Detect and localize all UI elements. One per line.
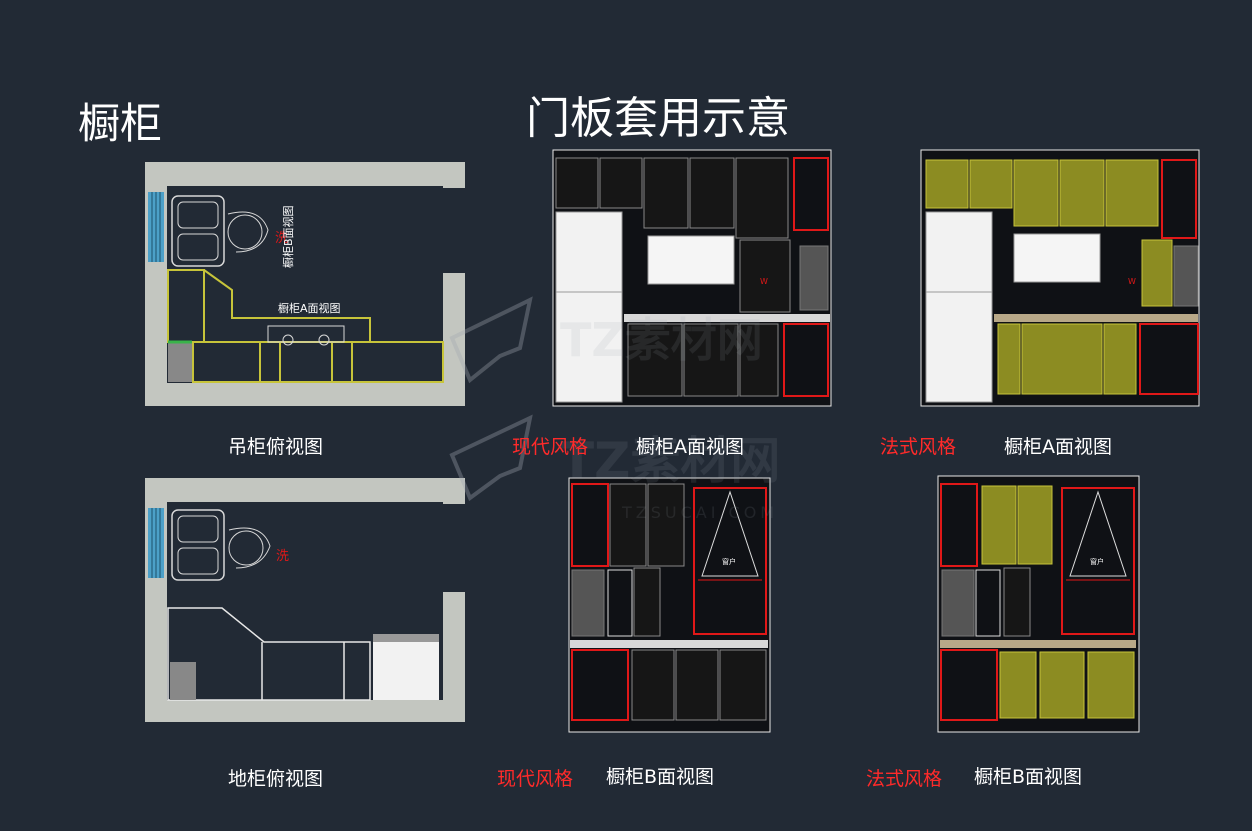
french-b-style: 法式风格 — [866, 768, 943, 790]
french-a-style: 法式风格 — [880, 436, 957, 458]
watermark-brand-top: TZ素材网 — [560, 313, 763, 367]
french-b-caption: 橱柜B面视图 — [974, 766, 1083, 788]
window-label-french: 窗户 — [1090, 557, 1104, 566]
base-cabinet-plan: 洗 — [145, 478, 465, 722]
section-title: 门板套用示意 — [526, 93, 790, 144]
wash-mark: 洗 — [275, 231, 288, 246]
french-a-caption: 橱柜A面视图 — [1004, 436, 1112, 458]
french-elevation-a: W — [920, 149, 1200, 407]
cabinet-a-label: 橱柜A面视图 — [278, 301, 341, 315]
wall-cabinet-plan: 洗 橱柜A面视图 橱柜B面视图 — [145, 162, 465, 406]
watermark-brand: TZ素材网 — [560, 432, 780, 490]
base-plan-caption: 地柜俯视图 — [228, 768, 324, 790]
watermark-domain: TZSUCAI.COM — [621, 503, 778, 522]
modern-elevation-a: W — [552, 149, 832, 407]
page-title: 橱柜 — [78, 99, 163, 148]
window-label: 窗户 — [722, 557, 736, 566]
w-tag: W — [760, 277, 768, 286]
w-tag-french: W — [1128, 277, 1136, 286]
modern-b-style: 现代风格 — [497, 768, 574, 790]
modern-elevation-b: 窗户 — [568, 477, 771, 733]
cabinet-b-label: 橱柜B面视图 — [281, 205, 295, 268]
modern-b-caption: 橱柜B面视图 — [606, 766, 715, 788]
modern-a-style: 现代风格 — [512, 436, 589, 458]
wall-plan-caption: 吊柜俯视图 — [228, 436, 324, 458]
wash-mark-base: 洗 — [276, 549, 289, 564]
modern-a-caption: 橱柜A面视图 — [636, 436, 744, 458]
watermark: TZ素材网 TZ素材网 TZSUCAI.COM — [449, 296, 780, 522]
french-elevation-b: 窗户 — [937, 475, 1140, 733]
